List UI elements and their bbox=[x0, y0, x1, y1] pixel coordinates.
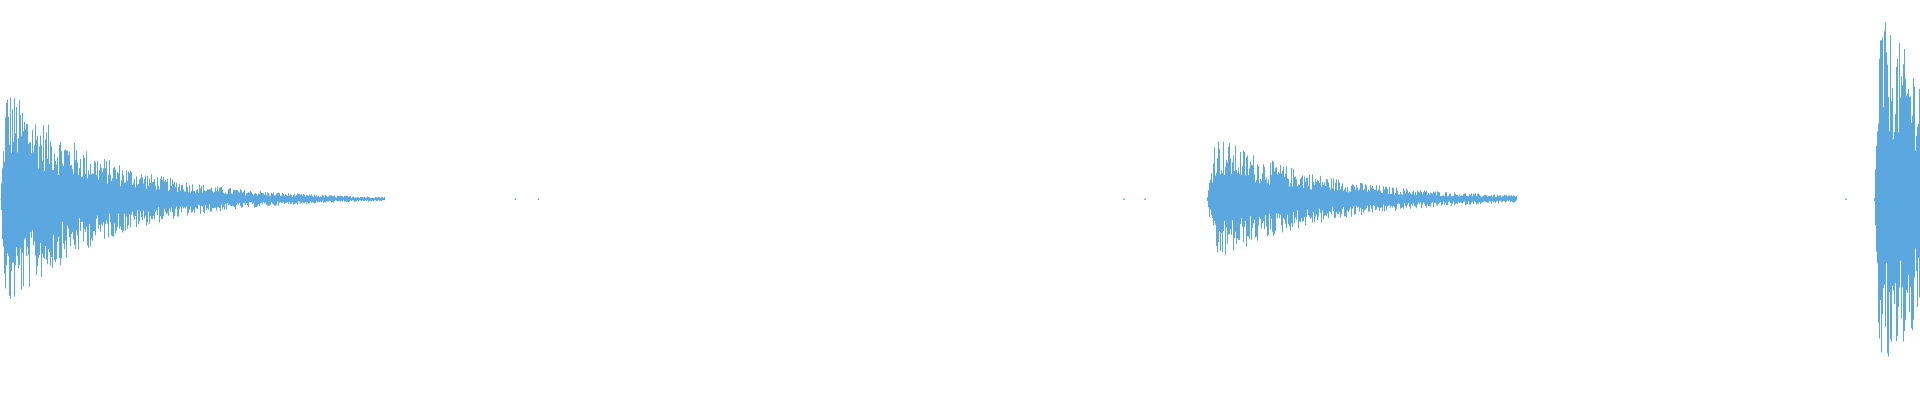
waveform-lines bbox=[0, 22, 1920, 357]
waveform-path bbox=[1, 22, 1920, 357]
waveform-dot-4 bbox=[537, 198, 540, 200]
waveform-dot-1 bbox=[357, 198, 359, 200]
waveform-dot-2 bbox=[376, 198, 378, 200]
waveform-dot-5 bbox=[1123, 198, 1125, 200]
waveform-dot-7 bbox=[1845, 198, 1847, 200]
waveform-dot-6 bbox=[1144, 198, 1146, 200]
waveform-dot-3 bbox=[514, 198, 517, 200]
